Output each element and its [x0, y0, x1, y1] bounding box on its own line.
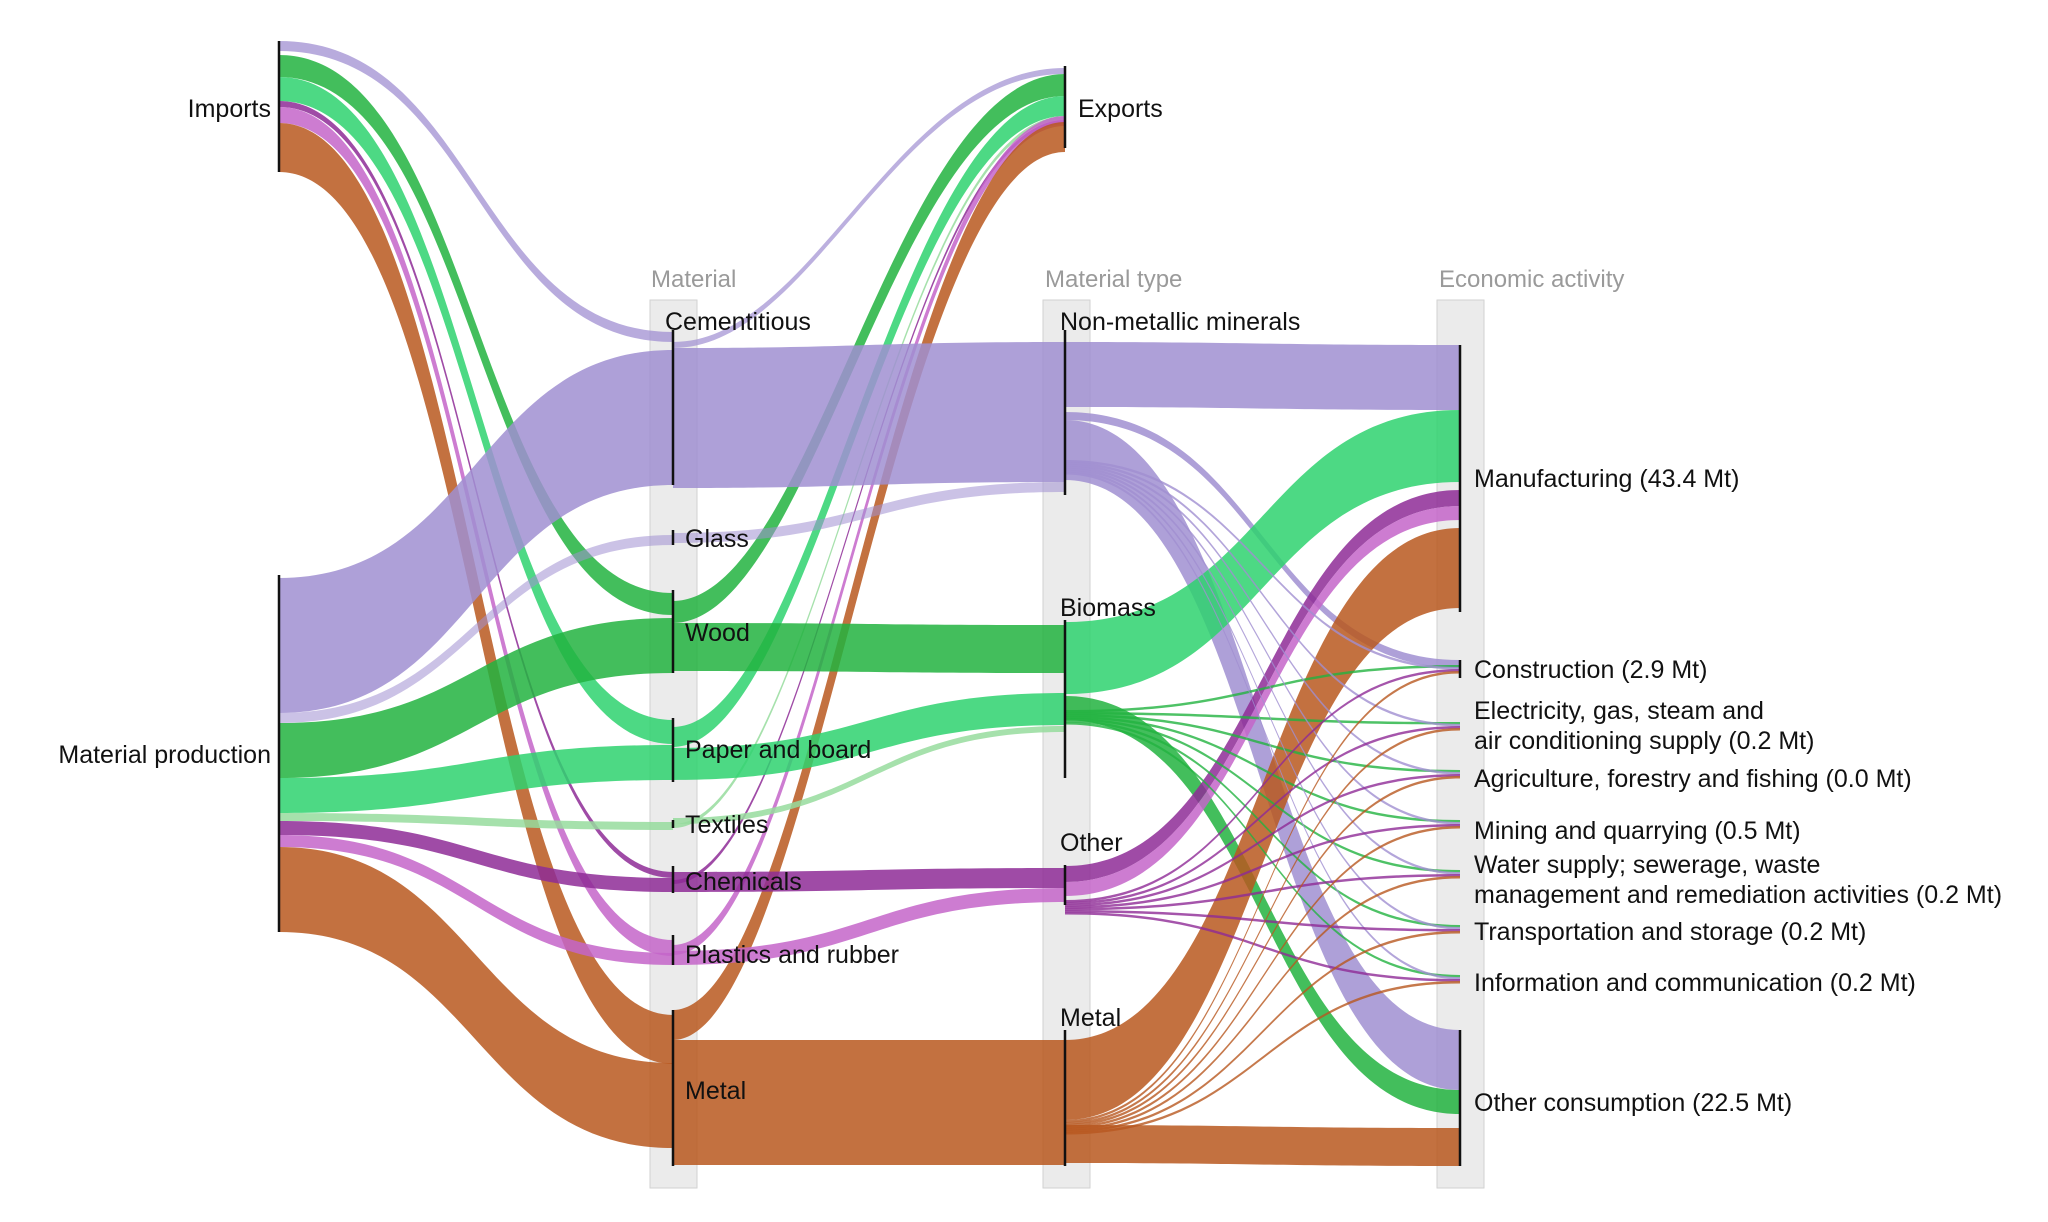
sankey-flows [279, 41, 1460, 1166]
flow-nonmetallic-minor-1 [1065, 462, 1460, 727]
label-wood: Wood [685, 619, 750, 647]
flow-other-minor-4 [1065, 874, 1460, 911]
flow-nonmetallic-minor-4 [1065, 468, 1460, 875]
flow-other-minor-3 [1065, 824, 1460, 909]
flow-plastics-other [673, 888, 1065, 965]
label-water-line1: Water supply; sewerage, waste [1474, 851, 1820, 879]
flow-nonmetallic-minor-6 [1065, 472, 1460, 980]
flow-nonmetallic-otherconsumption [1065, 420, 1460, 1090]
flow-metal-minor-0 [1065, 671, 1460, 1123]
label-water-line2: management and remediation activities (0… [1474, 881, 2002, 909]
flow-other-minor-1 [1065, 726, 1460, 905]
flow-biomass-minor-5 [1065, 720, 1460, 928]
label-metal-type: Metal [1060, 1004, 1121, 1032]
label-transport: Transportation and storage (0.2 Mt) [1474, 918, 1866, 946]
flow-biomass-minor-0 [1065, 665, 1460, 713]
flow-other-minor-0 [1065, 669, 1460, 903]
flow-other-manufacturing-chemicals [1065, 490, 1460, 882]
label-non-metallic-minerals: Non-metallic minerals [1060, 308, 1300, 336]
flow-production-wood [279, 618, 673, 778]
label-mining: Mining and quarrying (0.5 Mt) [1474, 817, 1801, 845]
label-glass: Glass [685, 525, 749, 553]
flow-nonmetallic-minor-3 [1065, 466, 1460, 825]
flow-production-glass [279, 535, 673, 723]
label-exports: Exports [1078, 95, 1163, 123]
label-chemicals: Chemicals [685, 868, 802, 896]
flow-metal-minor-6 [1065, 981, 1460, 1135]
flow-production-plastics [279, 835, 673, 965]
label-electricity-line1: Electricity, gas, steam and [1474, 697, 1764, 725]
flow-metal-minor-4 [1065, 876, 1460, 1131]
label-cementitious: Cementitious [665, 308, 811, 336]
flow-imports-wood [279, 55, 673, 615]
node-bars [277, 41, 1462, 1166]
flow-imports-cementitious [279, 41, 673, 342]
flow-nonmetallic-manufacturing [1065, 342, 1460, 410]
label-textiles: Textiles [685, 811, 768, 839]
label-biomass: Biomass [1060, 594, 1156, 622]
column-header-economic-activity: Economic activity [1439, 266, 1624, 293]
flow-other-minor-5 [1065, 910, 1460, 932]
flow-other-minor-6 [1065, 912, 1460, 982]
label-manufacturing: Manufacturing (43.4 Mt) [1474, 465, 1739, 493]
flow-nonmetallic-minor-5 [1065, 470, 1460, 930]
flow-production-chemicals [279, 821, 673, 892]
label-construction: Construction (2.9 Mt) [1474, 656, 1707, 684]
flow-biomass-otherconsumption [1065, 696, 1460, 1114]
label-agriculture: Agriculture, forestry and fishing (0.0 M… [1474, 765, 1912, 793]
column-headers: Material Material type Economic activity [651, 266, 1624, 293]
flow-nonmetallic-minor-2 [1065, 464, 1460, 775]
flow-biomass-minor-1 [1065, 712, 1460, 725]
flow-metal-minor-3 [1065, 826, 1460, 1129]
node-labels: Imports Material production Exports Ceme… [58, 95, 2002, 1117]
flow-production-cementitious [279, 350, 673, 713]
flow-chemicals-other [673, 868, 1065, 892]
flow-glass-nonmetallic [673, 482, 1065, 543]
flow-metal-minor-5 [1065, 931, 1460, 1133]
label-information: Information and communication (0.2 Mt) [1474, 969, 1916, 997]
flow-biomass-manufacturing [1065, 410, 1460, 694]
label-imports: Imports [188, 95, 271, 123]
label-other-consumption: Other consumption (22.5 Mt) [1474, 1089, 1792, 1117]
flow-other-minor-2 [1065, 774, 1460, 907]
label-other: Other [1060, 829, 1123, 857]
flow-production-paper [279, 745, 673, 813]
column-header-material: Material [651, 266, 736, 293]
flow-biomass-minor-6 [1065, 722, 1460, 978]
label-metal: Metal [685, 1077, 746, 1105]
flow-production-metal [279, 847, 673, 1148]
flow-wood-biomass [673, 623, 1065, 673]
flow-paper-biomass [673, 693, 1065, 780]
flow-nonmetallic-minor-0 [1065, 460, 1460, 670]
label-plastics: Plastics and rubber [685, 941, 899, 969]
flow-imports-paper [279, 77, 673, 744]
label-electricity-line2: air conditioning supply (0.2 Mt) [1474, 727, 1814, 755]
flow-biomass-minor-4 [1065, 718, 1460, 873]
flow-metal-minor-1 [1065, 728, 1460, 1125]
flow-biomass-minor-2 [1065, 714, 1460, 773]
flow-production-textiles [279, 813, 673, 830]
flow-biomass-minor-3 [1065, 716, 1460, 823]
column-header-material-type: Material type [1045, 266, 1182, 293]
flow-metal-otherconsumption [1065, 1125, 1460, 1166]
label-paper: Paper and board [685, 736, 871, 764]
flow-textiles-biomass [673, 726, 1065, 824]
flow-metal-metal [673, 1040, 1065, 1165]
label-material-production: Material production [58, 741, 271, 769]
flow-metal-minor-2 [1065, 776, 1460, 1127]
flow-cementitious-nonmetallic [673, 342, 1065, 488]
